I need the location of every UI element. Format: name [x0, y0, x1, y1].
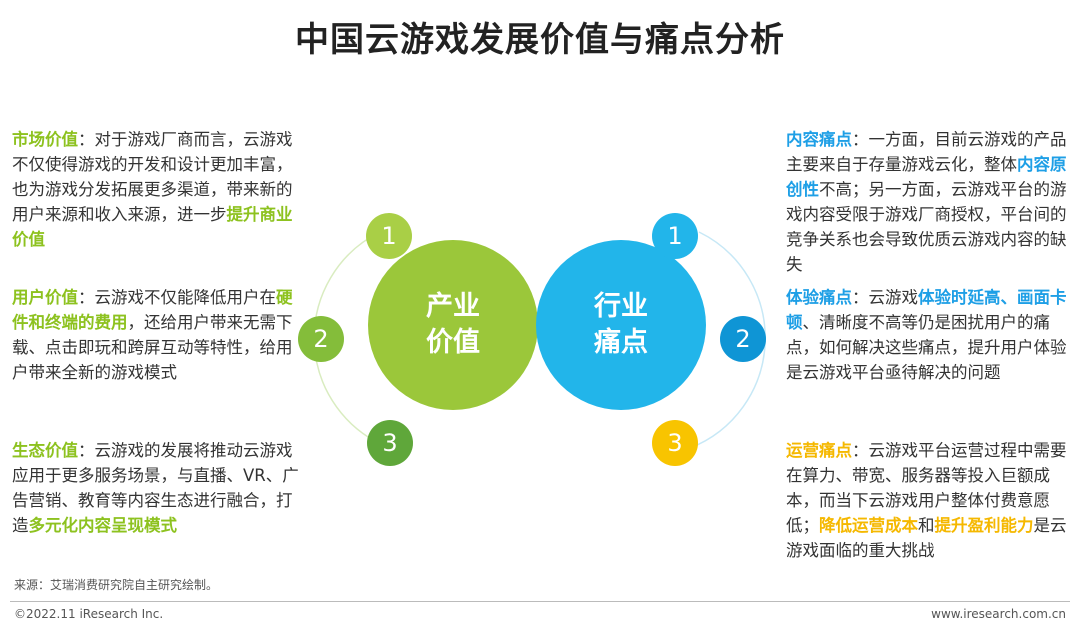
experience-pain-highlight: 体验时延高、画面卡顿	[786, 288, 1067, 332]
content-pain-text-1: ：一方面，目前云游戏的产品主要来自于存量游戏云化，整体	[786, 130, 1067, 174]
left-number-2: 2	[298, 316, 344, 362]
right-number-3: 3	[652, 420, 698, 466]
content-pain-text-2: 不高；另一方面，云游戏平台的游戏内容受限于游戏厂商授权，平台间的竞争关系也会导致…	[786, 180, 1067, 274]
industry-pain-line-1: 行业	[594, 291, 648, 322]
ecology-value-highlight: 多元化内容呈现模式	[28, 516, 178, 535]
industry-pain-line-2: 痛点	[594, 327, 648, 358]
experience-pain-label: 体验痛点	[786, 288, 852, 307]
user-value-text-2: ，还给用户带来无需下载、点击即玩和跨屏互动等特性，给用户带来全新的游戏模式	[12, 313, 293, 382]
copyright: ©2022.11 iResearch Inc.	[14, 607, 164, 621]
market-value-text: ：对于游戏厂商而言，云游戏不仅使得游戏的开发和设计更加丰富，也为游戏分发拓展更多…	[12, 130, 293, 224]
industry-value-line-2: 价值	[426, 327, 480, 358]
operation-pain-label: 运营痛点	[786, 441, 852, 460]
ecology-value-block: 生态价值：云游戏的发展将推动云游戏应用于更多服务场景，与直播、VR、广告营销、教…	[12, 438, 300, 538]
page-title: 中国云游戏发展价值与痛点分析	[295, 20, 785, 60]
market-value-block: 市场价值：对于游戏厂商而言，云游戏不仅使得游戏的开发和设计更加丰富，也为游戏分发…	[12, 127, 300, 252]
experience-pain-text-1: ：云游戏	[852, 288, 918, 307]
content-pain-label: 内容痛点	[786, 130, 852, 149]
right-number-1: 1	[652, 213, 698, 259]
operation-pain-text-1: ：云游戏平台运营过程中需要在算力、带宽、服务器等投入巨额成本，而当下云游戏用户整…	[786, 441, 1067, 535]
operation-pain-text-2: 和	[918, 516, 935, 535]
experience-pain-text-2: 、清晰度不高等仍是困扰用户的痛点，如何解决这些痛点，提升用户体验是云游戏平台亟待…	[786, 313, 1067, 382]
industry-pain-circle: 行业 痛点	[536, 240, 706, 410]
user-value-label: 用户价值	[12, 288, 78, 307]
user-value-block: 用户价值：云游戏不仅能降低用户在硬件和终端的费用，还给用户带来无需下载、点击即玩…	[12, 285, 300, 385]
user-value-text-1: ：云游戏不仅能降低用户在	[78, 288, 276, 307]
right-number-2: 2	[720, 316, 766, 362]
experience-pain-block: 体验痛点：云游戏体验时延高、画面卡顿、清晰度不高等仍是困扰用户的痛点，如何解决这…	[786, 285, 1068, 385]
footer-divider	[10, 601, 1070, 602]
market-value-label: 市场价值	[12, 130, 78, 149]
operation-pain-highlight-2: 提升盈利能力	[934, 516, 1034, 535]
industry-value-circle: 产业 价值	[368, 240, 538, 410]
content-pain-highlight: 内容原创性	[786, 155, 1067, 199]
operation-pain-highlight-1: 降低运营成本	[819, 516, 918, 535]
operation-pain-text-3: 是云游戏面临的重大挑战	[786, 516, 1067, 560]
source-note: 来源：艾瑞消费研究院自主研究绘制。	[14, 578, 219, 592]
ecology-value-label: 生态价值	[12, 441, 78, 460]
left-number-1: 1	[366, 213, 412, 259]
left-number-3: 3	[367, 420, 413, 466]
user-value-highlight: 硬件和终端的费用	[12, 288, 293, 332]
ecology-value-text: ：云游戏的发展将推动云游戏应用于更多服务场景，与直播、VR、广告营销、教育等内容…	[12, 441, 299, 535]
industry-value-line-1: 产业	[426, 291, 480, 322]
content-pain-block: 内容痛点：一方面，目前云游戏的产品主要来自于存量游戏云化，整体内容原创性不高；另…	[786, 127, 1068, 277]
market-value-highlight: 提升商业价值	[12, 205, 293, 249]
operation-pain-block: 运营痛点：云游戏平台运营过程中需要在算力、带宽、服务器等投入巨额成本，而当下云游…	[786, 438, 1068, 563]
website-link[interactable]: www.iresearch.com.cn	[931, 607, 1066, 621]
